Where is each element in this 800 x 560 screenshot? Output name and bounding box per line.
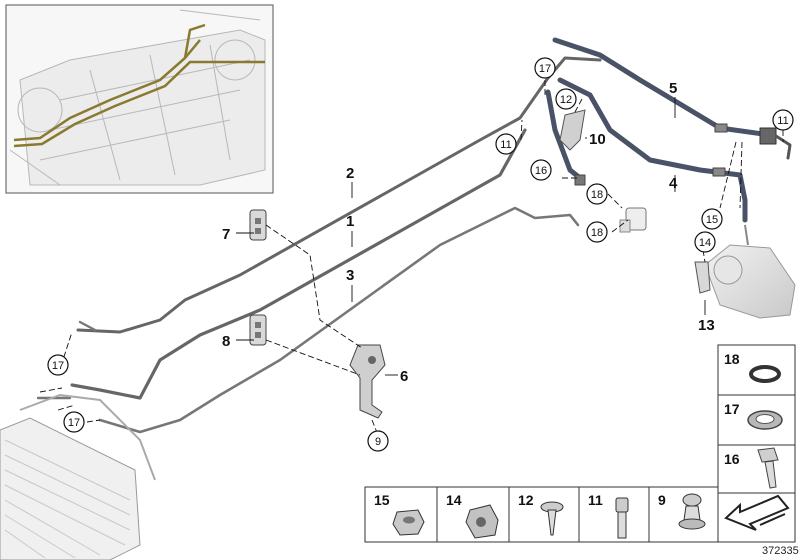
callout-18b-circle: 18 — [586, 221, 608, 243]
callout-11a-circle: 11 — [495, 133, 517, 155]
clip-nut-icon — [465, 504, 499, 539]
bracket-10 — [559, 109, 586, 151]
allen-screw-icon — [615, 497, 629, 539]
hose-4 — [545, 77, 748, 223]
callout-16-circle: 16 — [530, 159, 552, 181]
self-tapping-screw-icon — [540, 501, 564, 536]
callout-8: 8 — [222, 333, 230, 350]
leader-lines — [236, 97, 706, 376]
callout-9-circle: 9 — [367, 430, 389, 452]
callout-10: 10 — [589, 131, 606, 148]
callouts: 2 1 3 4 5 6 7 8 10 13 9 11 11 12 14 — [47, 57, 794, 452]
pipe-2 — [76, 56, 602, 334]
legend-label-9: 9 — [658, 492, 666, 508]
callout-5: 5 — [669, 80, 677, 97]
callout-18a-circle: 18 — [586, 183, 608, 205]
legend-label-15: 15 — [374, 492, 390, 508]
svg-text:15: 15 — [706, 214, 718, 226]
overview-inset — [5, 4, 274, 194]
expanding-rivet-icon — [678, 493, 706, 530]
legend-label-12: 12 — [518, 492, 534, 508]
legend-right: 18 17 16 — [717, 344, 796, 494]
svg-text:11: 11 — [500, 139, 511, 151]
condenser — [0, 393, 156, 560]
legend-label-11: 11 — [588, 492, 603, 508]
hex-bolt-icon — [757, 447, 779, 489]
arrow-icon — [724, 494, 790, 531]
svg-text:17: 17 — [68, 417, 80, 429]
pipe-3 — [98, 206, 580, 434]
callout-1: 1 — [346, 213, 354, 230]
bracket-13 — [694, 261, 711, 294]
dashed-lines — [39, 80, 784, 436]
pipe-1 — [70, 128, 527, 400]
callout-15-circle: 15 — [701, 208, 723, 230]
svg-text:18: 18 — [591, 227, 603, 239]
compressor — [704, 224, 796, 319]
callout-7: 7 — [222, 226, 230, 243]
svg-text:11: 11 — [777, 115, 788, 127]
callout-17c-circle: 17 — [63, 411, 85, 433]
svg-text:9: 9 — [375, 436, 381, 448]
svg-text:12: 12 — [560, 94, 572, 106]
callout-14-circle: 14 — [694, 231, 716, 253]
callout-11b-circle: 11 — [772, 109, 794, 131]
hose-5 — [552, 37, 773, 138]
callout-17a-circle: 17 — [534, 57, 556, 79]
callout-3: 3 — [346, 267, 354, 284]
sealing-washer-icon — [747, 410, 783, 430]
grommet-18 — [619, 207, 647, 233]
legend-label-14: 14 — [446, 492, 462, 508]
svg-text:17: 17 — [539, 63, 551, 75]
svg-text:18: 18 — [591, 189, 603, 201]
svg-text:14: 14 — [699, 237, 711, 249]
hex-nut-icon — [392, 509, 425, 536]
legend-label-18: 18 — [724, 351, 740, 367]
bracket-6 — [349, 344, 386, 419]
holder-7 — [249, 209, 267, 241]
callout-6: 6 — [400, 368, 408, 385]
callout-17b-circle: 17 — [47, 354, 69, 376]
holder-8 — [249, 314, 267, 346]
callout-2: 2 — [346, 165, 354, 182]
svg-text:16: 16 — [535, 165, 547, 177]
legend-label-17: 17 — [724, 401, 740, 417]
legend-bottom: 15 14 12 11 9 — [364, 486, 796, 543]
legend-label-16: 16 — [724, 451, 740, 467]
callout-12-circle: 12 — [555, 88, 577, 110]
callout-13: 13 — [698, 317, 715, 334]
pipes — [36, 37, 792, 434]
svg-text:17: 17 — [52, 360, 64, 372]
diagram-number: 372335 — [762, 545, 799, 557]
o-ring-icon — [749, 365, 781, 383]
callout-4: 4 — [669, 175, 678, 192]
